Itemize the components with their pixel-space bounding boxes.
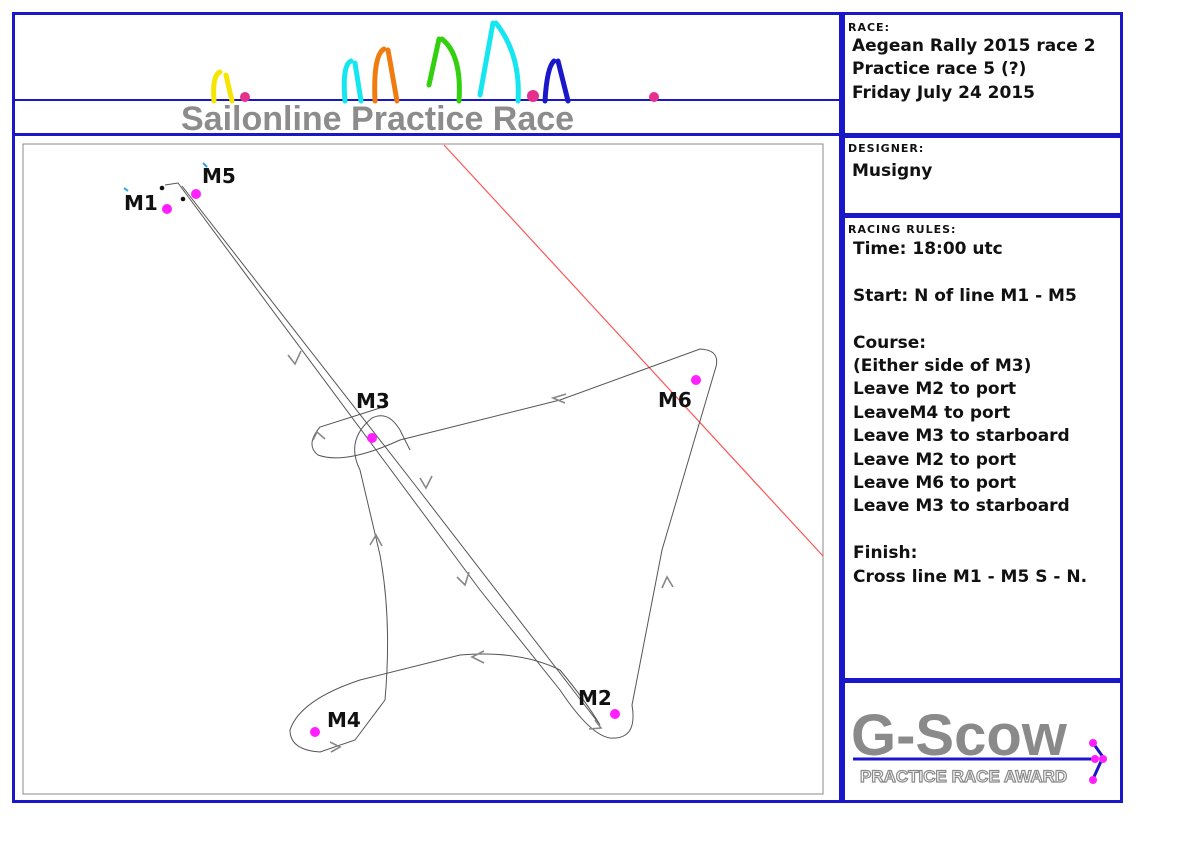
award-panel [842,680,1123,803]
award-main-text: G-Scow [851,703,1068,768]
banner: Sailonline Practice Race [15,20,840,133]
mark-label-m4: M4 [327,708,361,732]
designer-label: DESIGNER: [848,142,925,155]
race-info: Aegean Rally 2015 race 2 Practice race 5… [852,36,1096,103]
mark-label-m3: M3 [356,389,390,413]
mark-label-m5: M5 [202,164,236,188]
logo-dot-3 [649,92,659,102]
direction-arrows [287,350,674,753]
race-label: RACE: [848,21,890,34]
award-sub-text: PRACTICE RACE AWARD [860,767,1067,786]
mark-label-m1: M1 [124,191,158,215]
logo-dot-2 [527,90,539,102]
panel-divider [839,12,842,803]
logo-dot-1 [240,92,250,102]
rules-panel [842,215,1123,681]
sails-logo [211,20,571,104]
mark-label-m2: M2 [578,686,612,710]
award-logo: G-Scow PRACTICE RACE AWARD [851,703,1107,787]
mark-label-m6: M6 [658,388,692,412]
boundary-line [443,144,824,557]
mark-m6: M6 [658,375,701,412]
designer-name: Musigny [852,161,933,181]
designer-panel [842,135,1123,216]
course-path [164,182,718,753]
start-pin-m5 [180,196,186,202]
map-border [22,143,824,795]
mark-m3: M3 [356,389,390,443]
course-map: M1 M5 M3 M6 M2 M4 [22,143,824,795]
banner-divider [12,133,840,136]
rules-text: Time: 18:00 utc Start: N of line M1 - M5… [853,239,1088,587]
banner-title: Sailonline Practice Race [181,100,574,133]
mark-m5: M5 [191,164,236,199]
mark-m2: M2 [578,686,620,719]
mark-m4: M4 [310,708,361,737]
rules-label: RACING RULES: [848,223,957,236]
race-panel [842,12,1123,136]
start-pin-m1 [159,185,165,191]
mark-m1: M1 [124,191,172,215]
